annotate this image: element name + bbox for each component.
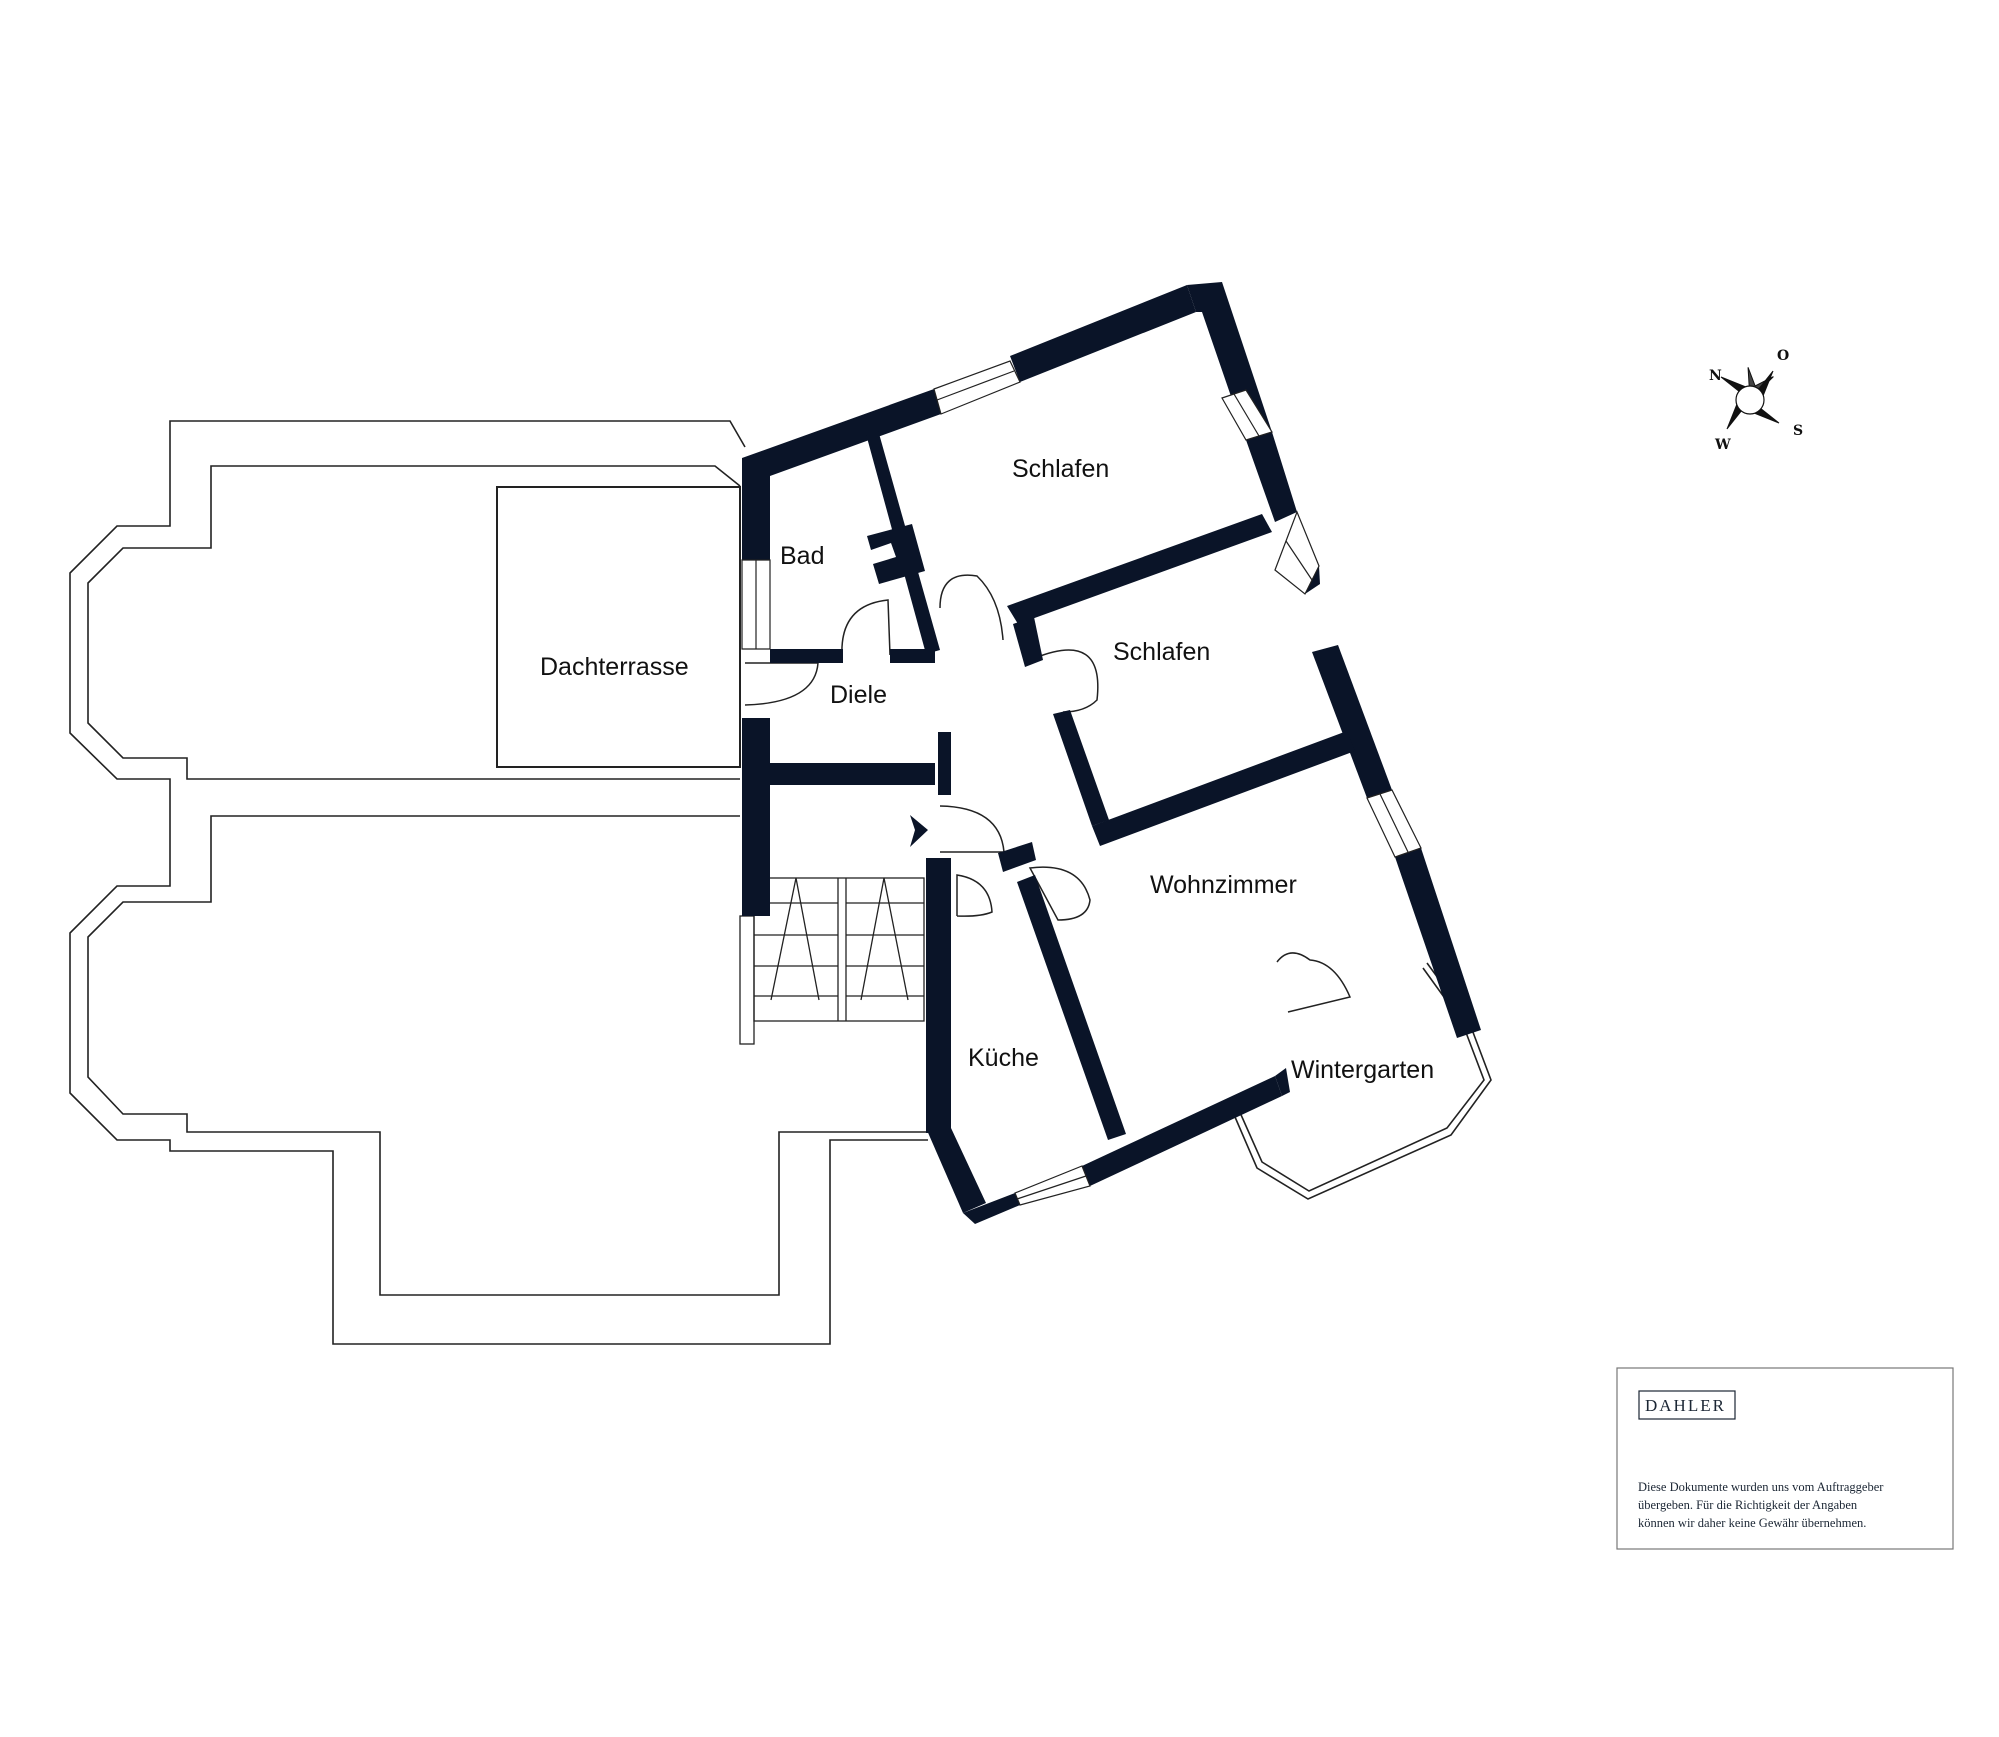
room-label-wohnzimmer: Wohnzimmer [1150,871,1297,899]
room-label-schlafen-1: Schlafen [1012,455,1109,483]
wall-schlafen-divider [1007,514,1272,624]
stair-arrow-line [770,877,820,1001]
dachterrasse-outline [496,486,741,768]
wall-kueche-wohn [1017,875,1126,1140]
outer-roof-outline [69,420,928,1345]
door-swing-kueche [956,874,993,917]
wall-bad-bottom-left [770,649,843,663]
room-label-kueche: Küche [968,1044,1039,1072]
wall-bad-bottom-right [890,649,935,663]
windows [741,360,1422,1206]
inner-roof-outline [87,465,741,780]
wall-east-bottom [1395,848,1481,1038]
disclaimer-line-3: können wir daher keine Gewähr übernehmen… [1638,1516,1866,1530]
door-swing-schlafen-top [939,574,1004,641]
wall-south-west [926,1128,986,1213]
door-swing-wintergarten [1276,952,1352,1013]
wall-bad-box [867,524,925,584]
wall-schlafen-mid-left [1013,617,1043,667]
window-pane [1233,393,1260,437]
window-north [933,360,1021,415]
compass-label-n: N [1709,368,1722,384]
wall-kueche-left [926,858,951,1133]
compass-label-w: W [1714,437,1731,453]
wall-hall-stairs [770,763,935,785]
wall-kueche-stub [998,842,1036,872]
compass-label-o: O [1777,348,1789,364]
room-label-dachterrasse: Dachterrasse [540,653,689,681]
wall-schlafen-mid-lower [1053,710,1109,826]
door-swing-bad [841,599,891,656]
room-label-diele: Diele [830,681,887,709]
window-pane [936,370,1015,401]
disclaimer-line-1: Diese Dokumente wurden uns vom Auftragge… [1638,1480,1884,1494]
stair-arrow-line [860,877,909,1001]
disclaimer-box: DAHLER Diese Dokumente wurden uns vom Au… [1616,1367,1954,1550]
room-label-wintergarten: Wintergarten [1291,1056,1434,1084]
wall-north-west [742,389,941,560]
window-pane [1285,540,1313,581]
compass-rose: N O S W [1709,348,1803,453]
wall-wohn-south [1275,1068,1290,1096]
disclaimer-line-2: übergeben. Für die Richtigkeit der Angab… [1638,1498,1858,1512]
wall-south [963,1193,1020,1224]
door-swing-entrance-left [744,662,819,706]
compass-label-s: S [1793,423,1803,439]
wall-north-east [1010,285,1196,382]
room-label-bad: Bad [780,542,824,570]
dahler-logo: DAHLER [1645,1396,1726,1415]
inner-roof-outline-lower [87,815,928,1296]
room-label-schlafen-2: Schlafen [1113,638,1210,666]
doors [744,574,1352,1013]
wall-east-upper [1246,432,1297,522]
door-swing-wohnzimmer [1028,866,1091,921]
walls [742,282,1481,1224]
stair-stringer-left [739,915,755,1045]
wall-schlafen-wohn [1092,731,1355,846]
window-pane [1016,1175,1087,1200]
dahler-logo-frame [1638,1390,1736,1420]
compass-star-icon [1720,367,1780,430]
window-kueche-south [1014,1165,1091,1206]
wall-hall-stub [938,732,951,795]
entrance-arrow-icon [910,815,928,847]
wall-east-lower [1312,645,1392,798]
room-labels: Bad Schlafen Schlafen Dachterrasse Diele… [540,455,1434,1084]
wall-west-hall [742,718,770,916]
stairwell [753,877,925,1022]
window-pane [1379,793,1409,853]
wall-south-mid [1082,1076,1282,1186]
door-swing-schlafen-mid [1034,649,1099,713]
door-swing-hall [939,805,1005,853]
